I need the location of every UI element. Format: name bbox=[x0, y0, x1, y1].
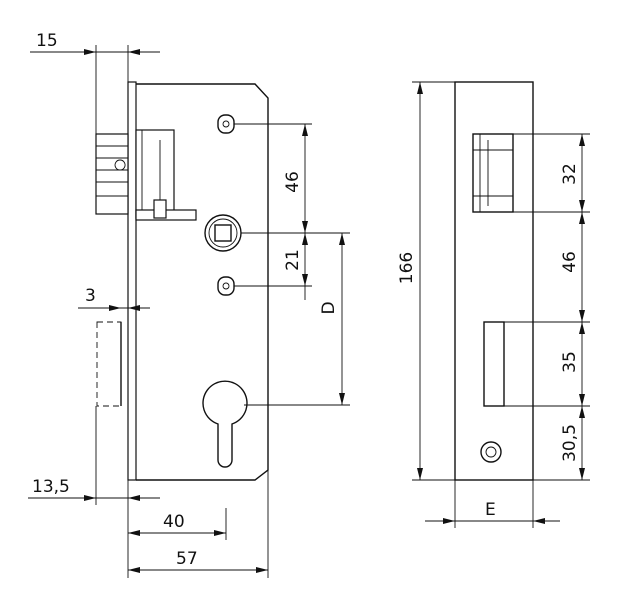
dim-width-e: E bbox=[485, 500, 496, 520]
dim-backset: 40 bbox=[163, 512, 185, 532]
spindle-follower bbox=[204, 214, 242, 252]
front-latch bbox=[472, 133, 514, 213]
front-view: 166 32 46 35 30,5 E bbox=[397, 81, 590, 528]
side-view: 15 3 13,5 40 57 46 21 D bbox=[28, 31, 350, 578]
latch bbox=[95, 133, 129, 215]
dim-case-depth: 57 bbox=[176, 549, 198, 569]
cylinder-cutout bbox=[202, 380, 248, 468]
dim-bolt-height: 35 bbox=[560, 351, 580, 373]
lower-screw-hole bbox=[217, 276, 235, 296]
front-bolt bbox=[483, 321, 505, 407]
latch-mechanism bbox=[135, 129, 197, 221]
dim-spindle-upper-screw: 46 bbox=[283, 171, 303, 193]
upper-screw-hole bbox=[217, 114, 235, 134]
deadbolt-outline bbox=[96, 321, 122, 407]
faceplate bbox=[127, 81, 137, 481]
dim-backset-top: 15 bbox=[36, 31, 58, 51]
dim-faceplate-thickness: 3 bbox=[85, 286, 96, 306]
dim-bolt-to-screw: 30,5 bbox=[560, 424, 580, 462]
front-faceplate bbox=[454, 81, 534, 481]
dim-bottom-offset: 13,5 bbox=[32, 477, 70, 497]
lock-case bbox=[136, 83, 269, 481]
dim-latch-to-bolt: 46 bbox=[560, 251, 580, 273]
dim-latch-height: 32 bbox=[560, 163, 580, 185]
front-screw-hole bbox=[480, 441, 502, 463]
dim-distance-d: D bbox=[319, 301, 339, 314]
dim-total-height: 166 bbox=[397, 252, 417, 284]
dim-spindle-lower-screw: 21 bbox=[283, 249, 303, 271]
